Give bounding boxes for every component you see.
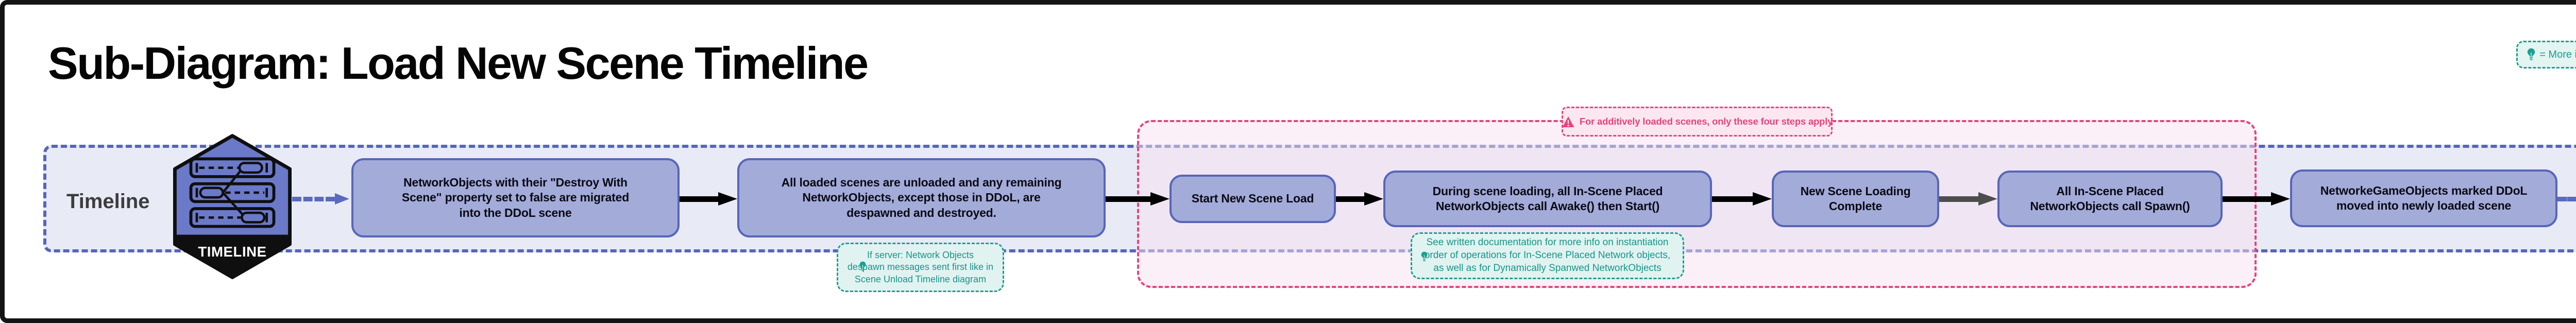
step-label: All In-Scene Placed NetworkObjects call … [2030, 184, 2190, 213]
step-awake-then-start: During scene loading, all In-Scene Place… [1383, 171, 1712, 227]
flow-arrow-2-3 [1106, 192, 1170, 206]
warning-icon [1562, 116, 1575, 128]
flow-arrow-3-4 [1336, 192, 1383, 206]
more-info-legend: = More info [2516, 41, 2576, 69]
step-ddol-moved-to-new-scene: NetworkeGameObjects marked DDoL moved in… [2290, 169, 2557, 227]
step-label: NetworkeGameObjects marked DDoL moved in… [2320, 183, 2528, 212]
flow-arrow-6-7 [2223, 192, 2290, 206]
step-label: Start New Scene Load [1191, 192, 1314, 206]
step-ddol-migration: NetworkObjects with their "Destroy With … [351, 158, 680, 237]
lightbulb-icon [1420, 239, 1428, 266]
additive-scenes-label: For additively loaded scenes, only these… [1579, 116, 1833, 127]
step-label: New Scene Loading Complete [1800, 184, 1911, 213]
step-call-spawn: All In-Scene Placed NetworkObjects call … [1997, 171, 2223, 227]
lightbulb-icon [859, 249, 867, 276]
note-instantiation-order: See written documentation for more info … [1411, 232, 1684, 279]
flow-arrow-1-2 [680, 192, 737, 206]
step-label: During scene loading, all In-Scene Place… [1432, 184, 1663, 213]
page-title: Sub-Diagram: Load New Scene Timeline [48, 38, 869, 89]
flow-arrow-4-5 [1712, 192, 1772, 206]
step-scenes-unloaded: All loaded scenes are unloaded and any r… [737, 158, 1106, 237]
additive-scenes-callout: For additively loaded scenes, only these… [1562, 107, 1833, 137]
note-text: If server: Network Objects despawn messa… [847, 249, 994, 284]
hexagon-caption: TIMELINE [198, 244, 266, 260]
step-start-new-scene-load: Start New Scene Load [1170, 175, 1336, 223]
more-info-label: = More info [2539, 48, 2576, 60]
note-text: See written documentation for more info … [1424, 237, 1671, 274]
note-server-despawn: If server: Network Objects despawn messa… [837, 243, 1004, 292]
timeline-row-label: Timeline [66, 190, 150, 213]
flow-arrow-start [292, 192, 349, 206]
lightbulb-icon [2527, 48, 2536, 61]
step-label: All loaded scenes are unloaded and any r… [781, 175, 1062, 219]
step-loading-complete: New Scene Loading Complete [1772, 171, 1939, 227]
timeline-hexagon-icon: TIMELINE [173, 133, 292, 280]
flow-arrow-5-6 [1939, 192, 1997, 206]
step-label: NetworkObjects with their "Destroy With … [401, 175, 630, 219]
flow-arrow-end [2557, 192, 2576, 206]
